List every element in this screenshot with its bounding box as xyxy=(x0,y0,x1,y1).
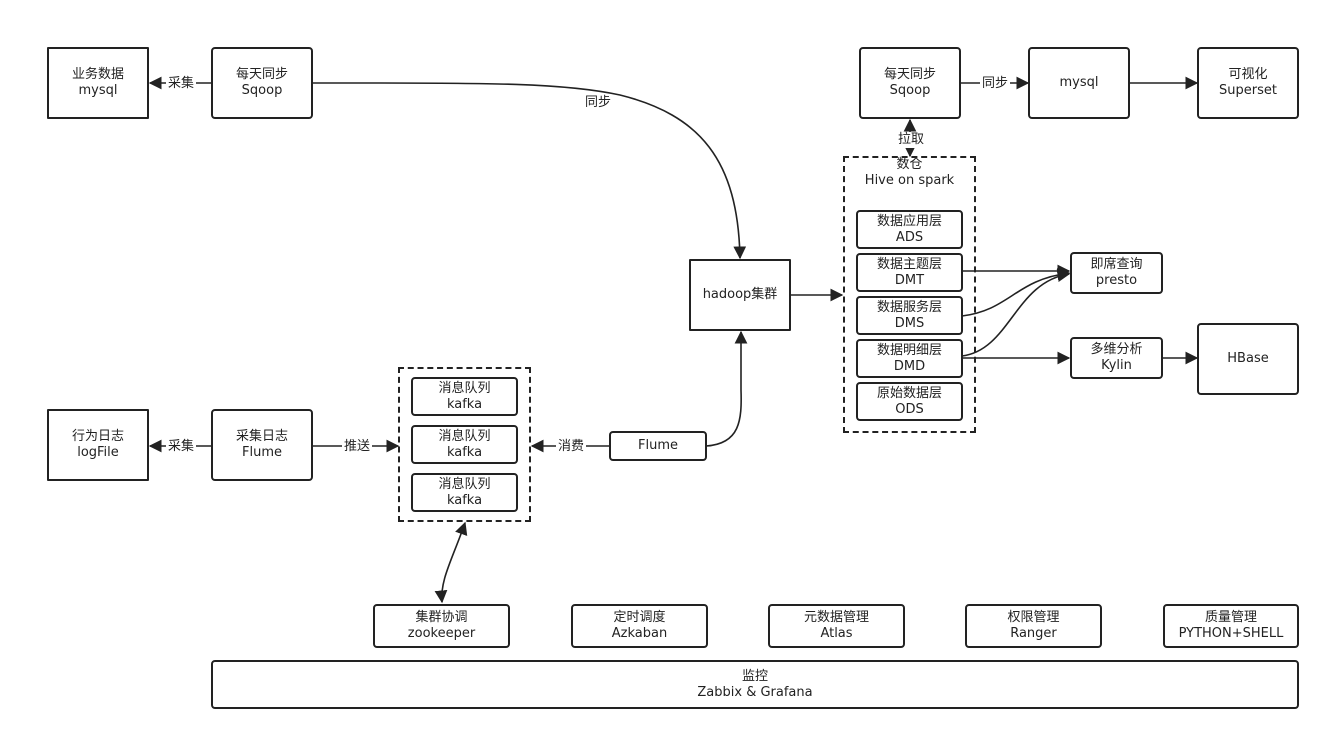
warehouse-title: 数仓 Hive on spark xyxy=(843,157,976,189)
flume-consumer-node: Flume xyxy=(609,431,707,461)
node-label: 监控 xyxy=(741,668,768,684)
flume-collect-node: 采集日志 Flume xyxy=(211,409,313,481)
node-label: hadoop集群 xyxy=(702,287,778,302)
node-label: 采集日志 xyxy=(235,429,288,444)
node-label: 行为日志 xyxy=(71,429,124,444)
node-sublabel: DMS xyxy=(894,315,925,331)
node-sublabel: kafka xyxy=(446,396,483,412)
node-label: 数据主题层 xyxy=(876,256,942,272)
presto-node: 即席查询 presto xyxy=(1070,252,1163,294)
node-label: 多维分析 xyxy=(1090,342,1143,357)
node-sublabel: logFile xyxy=(77,445,119,460)
pull-label: 拉取 xyxy=(896,132,927,148)
node-sublabel: ADS xyxy=(895,229,924,245)
node-sublabel: Sqoop xyxy=(241,83,283,98)
kafka-queue-node: 消息队列 kafka xyxy=(411,425,518,464)
node-label: mysql xyxy=(1059,75,1099,90)
azkaban-node: 定时调度 Azkaban xyxy=(571,604,708,648)
node-label: 消息队列 xyxy=(438,476,491,492)
arrow-dmd-to-presto xyxy=(961,269,1071,357)
sqoop-sync-node: 每天同步 Sqoop xyxy=(211,47,313,119)
node-label: 质量管理 xyxy=(1204,610,1257,625)
superset-node: 可视化 Superset xyxy=(1197,47,1299,119)
ranger-node: 权限管理 Ranger xyxy=(965,604,1102,648)
node-sublabel: Atlas xyxy=(820,626,853,641)
sqoop-export-node: 每天同步 Sqoop xyxy=(859,47,961,119)
node-label: HBase xyxy=(1227,351,1269,366)
node-label: 即席查询 xyxy=(1090,257,1143,272)
behavior-log-node: 行为日志 logFile xyxy=(47,409,149,481)
layer-dmt-node: 数据主题层 DMT xyxy=(856,253,963,292)
node-label: 集群协调 xyxy=(415,610,468,625)
consume-label: 消费 xyxy=(556,439,587,455)
node-sublabel: Azkaban xyxy=(611,626,668,641)
kylin-node: 多维分析 Kylin xyxy=(1070,337,1163,379)
warehouse-group xyxy=(843,156,976,433)
sync-label-right: 同步 xyxy=(980,76,1011,92)
node-sublabel: zookeeper xyxy=(407,626,476,641)
node-sublabel: PYTHON+SHELL xyxy=(1178,626,1284,641)
node-sublabel: presto xyxy=(1095,273,1138,288)
node-label: 元数据管理 xyxy=(803,610,869,625)
node-label: 业务数据 xyxy=(71,67,124,82)
arrow-consumer-to-hadoop xyxy=(705,330,748,447)
node-label: 数据明细层 xyxy=(876,342,942,358)
node-label: 定时调度 xyxy=(613,610,666,625)
node-sublabel: Zabbix & Grafana xyxy=(697,684,813,700)
node-sublabel: DMD xyxy=(893,358,926,374)
hbase-node: HBase xyxy=(1197,323,1299,395)
collect-label-bottom: 采集 xyxy=(166,439,197,455)
monitor-node: 监控 Zabbix & Grafana xyxy=(211,660,1299,709)
node-sublabel: Ranger xyxy=(1010,626,1057,641)
sync-label-top: 同步 xyxy=(583,95,614,111)
node-label: 数据服务层 xyxy=(876,299,942,315)
node-label: 消息队列 xyxy=(438,428,491,444)
warehouse-title-main: 数仓 xyxy=(896,157,923,172)
layer-ads-node: 数据应用层 ADS xyxy=(856,210,963,249)
node-label: 消息队列 xyxy=(438,380,491,396)
node-label: Flume xyxy=(638,438,678,453)
kafka-queue-node: 消息队列 kafka xyxy=(411,473,518,512)
kafka-queue-node: 消息队列 kafka xyxy=(411,377,518,416)
node-sublabel: DMT xyxy=(894,272,925,288)
zookeeper-node: 集群协调 zookeeper xyxy=(373,604,510,648)
node-sublabel: Superset xyxy=(1219,83,1277,98)
node-label: 数据应用层 xyxy=(876,213,942,229)
push-label: 推送 xyxy=(342,439,373,455)
node-sublabel: kafka xyxy=(446,492,483,508)
node-label: 每天同步 xyxy=(883,67,936,82)
node-label: 每天同步 xyxy=(235,67,288,82)
node-sublabel: Kylin xyxy=(1101,358,1132,373)
node-label: 可视化 xyxy=(1228,67,1268,82)
node-sublabel: kafka xyxy=(446,444,483,460)
mysql-node: mysql xyxy=(1028,47,1130,119)
node-sublabel: Flume xyxy=(242,445,282,460)
biz-data-mysql-node: 业务数据 mysql xyxy=(47,47,149,119)
warehouse-title-engine: Hive on spark xyxy=(864,173,955,188)
node-sublabel: mysql xyxy=(78,83,118,98)
arrow-kafka-zookeeper xyxy=(434,521,468,604)
quality-node: 质量管理 PYTHON+SHELL xyxy=(1163,604,1299,648)
atlas-node: 元数据管理 Atlas xyxy=(768,604,905,648)
hadoop-cluster-node: hadoop集群 xyxy=(689,259,791,331)
node-label: 权限管理 xyxy=(1007,610,1060,625)
layer-dmd-node: 数据明细层 DMD xyxy=(856,339,963,378)
node-sublabel: ODS xyxy=(895,401,924,417)
node-label: 原始数据层 xyxy=(876,385,942,401)
kafka-group xyxy=(398,367,531,522)
arrow-dms-to-presto xyxy=(961,268,1071,317)
collect-label-top: 采集 xyxy=(166,76,197,92)
layer-ods-node: 原始数据层 ODS xyxy=(856,382,963,421)
arrow-sqoop-to-hadoop xyxy=(311,82,747,260)
layer-dms-node: 数据服务层 DMS xyxy=(856,296,963,335)
node-sublabel: Sqoop xyxy=(889,83,931,98)
